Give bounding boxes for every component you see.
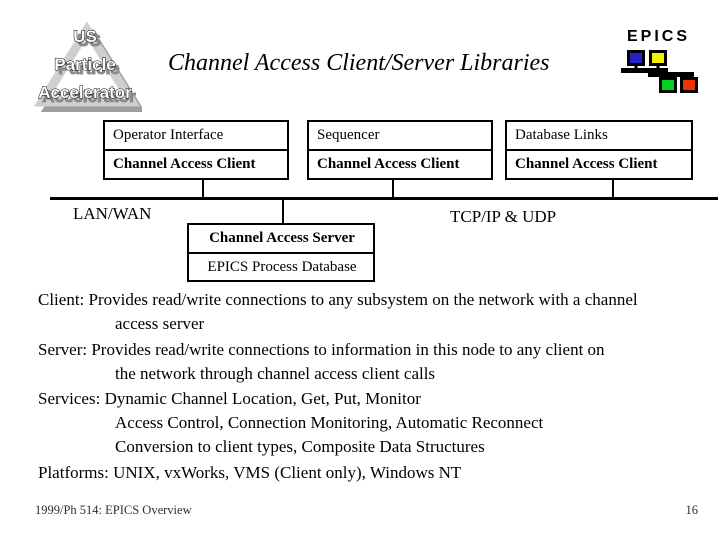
body-line-server-2: the network through channel access clien… — [115, 364, 436, 383]
green-node-square — [659, 77, 677, 93]
logo-text-us: US — [73, 27, 97, 46]
channel-access-server-box: Channel Access Server EPICS Process Data… — [187, 223, 375, 282]
logo-text-particle: Particle — [54, 55, 115, 74]
connector-line — [612, 179, 614, 198]
body-line-services-3: Conversion to client types, Composite Da… — [115, 437, 485, 456]
logo-text-shadow: Accelerator — [42, 87, 136, 106]
box-subtitle: Channel Access Client — [515, 156, 658, 172]
tcpip-udp-label: TCP/IP & UDP — [450, 207, 557, 226]
footer-text: 1999/Ph 514: EPICS Overview — [35, 503, 192, 517]
page-number: 16 — [685, 503, 699, 517]
box-title: Sequencer — [309, 122, 491, 151]
box-subtitle: Channel Access Client — [113, 156, 256, 172]
network-bus-upper — [621, 68, 668, 73]
database-links-box: Database Links Channel Access Client — [505, 120, 693, 180]
box-subtitle: EPICS Process Database — [207, 259, 357, 275]
logo-text-accelerator: Accelerator — [38, 83, 132, 102]
blue-node-square — [627, 50, 645, 66]
epics-network-icon — [621, 50, 698, 93]
operator-interface-box: Operator Interface Channel Access Client — [103, 120, 289, 180]
box-subtitle: Channel Access Client — [317, 156, 460, 172]
slide-title: Channel Access Client/Server Libraries — [168, 50, 550, 76]
body-text: Client: Provides read/write connections … — [38, 288, 708, 485]
box-title: Operator Interface — [105, 122, 287, 151]
logo-text-shadow: Particle — [58, 59, 119, 78]
connector-line — [392, 179, 394, 198]
body-line-services-1: Services: Dynamic Channel Location, Get,… — [38, 389, 421, 408]
yellow-node-square — [649, 50, 667, 66]
node-stem — [656, 64, 660, 69]
sequencer-box: Sequencer Channel Access Client — [307, 120, 493, 180]
lan-wan-label: LAN/WAN — [73, 204, 152, 223]
logo-triangle — [33, 21, 141, 107]
logo-text-shadow: US — [77, 31, 101, 50]
connector-line — [202, 179, 204, 198]
body-line-platforms: Platforms: UNIX, vxWorks, VMS (Client on… — [38, 463, 462, 482]
body-line-client-2: access server — [115, 314, 205, 333]
us-particle-accelerator-logo: US US Particle Particle Accelerator Acce… — [33, 21, 142, 112]
box-title: Channel Access Server — [189, 225, 373, 254]
network-bus-line — [50, 197, 718, 200]
epics-wordmark: EPICS — [627, 28, 691, 45]
network-bus-lower — [648, 72, 694, 77]
connector-line — [282, 199, 284, 224]
node-stem — [634, 64, 638, 69]
body-line-client-1: Client: Provides read/write connections … — [38, 290, 638, 309]
body-line-server-1: Server: Provides read/write connections … — [38, 340, 605, 359]
red-node-square — [680, 77, 698, 93]
box-title: Database Links — [507, 122, 691, 151]
body-line-services-2: Access Control, Connection Monitoring, A… — [115, 413, 544, 432]
